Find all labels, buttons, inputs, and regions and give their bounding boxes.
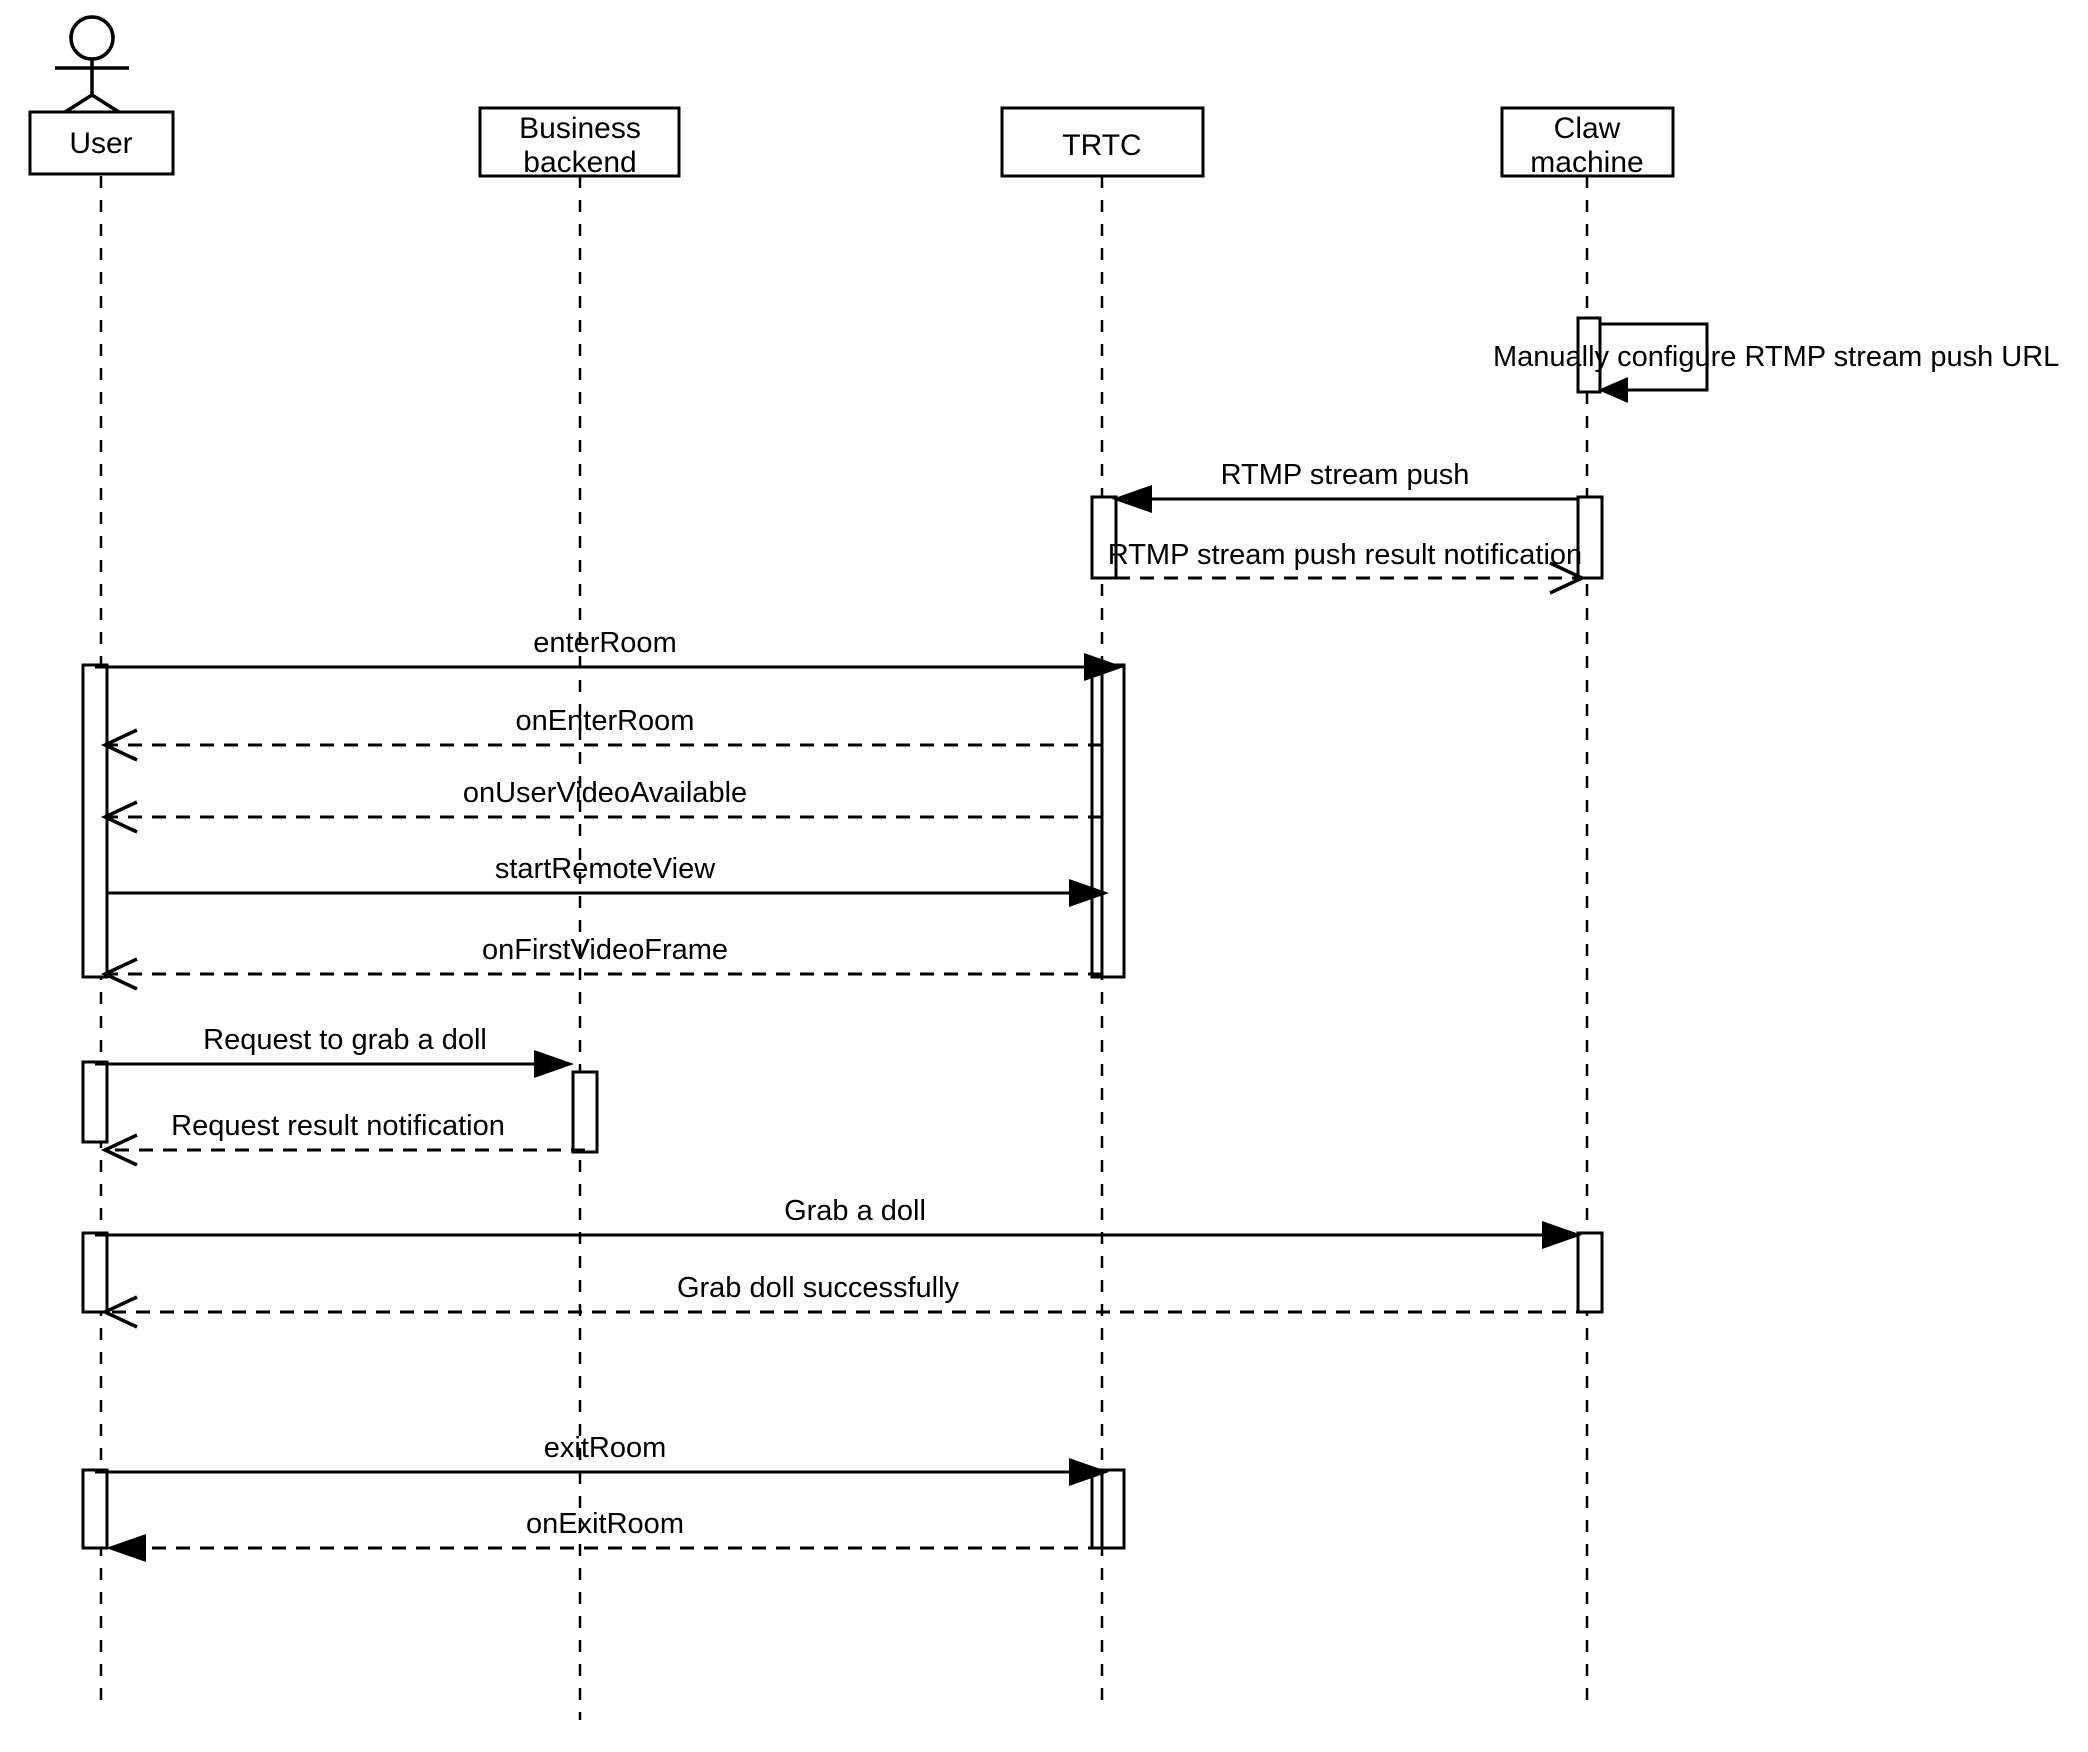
message-grab-doll-successfully[interactable]: Grab doll successfully [100,1272,1590,1329]
message-rtmp-result-notification[interactable]: RTMP stream push result notification [1092,539,1587,595]
arrowhead-filled-config [1598,377,1628,403]
arrowhead-open-rtmp-result [1549,561,1587,595]
arrowhead-filled-startremoteview [1069,879,1109,907]
message-onexitroom[interactable]: onExitRoom [106,1508,1102,1562]
arrowhead-filled-rtmp-push [1112,485,1152,513]
activation-bar-trtc-rtmp [1090,495,1118,580]
message-label-grab-a-doll: Grab a doll [784,1195,926,1227]
activation-bar-claw-grab [1576,1231,1604,1314]
message-label-enterroom: enterRoom [533,627,676,659]
arrowhead-filled-onexitroom [106,1534,146,1562]
message-manually-configure-rtmp-url[interactable]: Manually configure RTMP stream push URL [1493,316,2059,403]
arrowhead-open-request-result [100,1133,138,1167]
message-onfirstvideoframe[interactable]: onFirstVideoFrame [100,934,1102,991]
message-onuservideoavailable[interactable]: onUserVideoAvailable [100,777,1102,834]
participant-claw[interactable]: Claw machine [1500,106,1675,179]
arrowhead-open-onuservideoavailable [100,800,138,834]
message-exitroom[interactable]: exitRoom [81,1432,1126,1550]
message-label-rtmp-stream-push: RTMP stream push [1221,459,1470,491]
lifelines-group [99,176,1589,1720]
message-label-request-grab-doll: Request to grab a doll [203,1024,487,1056]
participant-label-trtc: TRTC [1062,129,1141,162]
participant-trtc[interactable]: TRTC [1000,106,1205,178]
activation-bar-trtc-enterroom-nested [1100,663,1126,979]
message-label-request-result: Request result notification [171,1110,505,1142]
arrowhead-open-onfirstvideoframe [100,957,138,991]
arrowhead-open-grab-doll-successfully [100,1295,138,1329]
arrowhead-open-onenterroom [100,728,138,762]
message-label-exitroom: exitRoom [544,1432,667,1464]
activation-bar-user-enterroom [81,663,109,979]
activation-bar-backend-request [571,1070,599,1154]
message-label-rtmp-result: RTMP stream push result notification [1108,539,1582,571]
message-grab-a-doll[interactable]: Grab a doll [81,1195,1604,1314]
participant-box-user[interactable] [28,110,175,176]
self-message-loop-path [1600,322,1709,392]
participant-backend[interactable]: Business backend [478,106,681,179]
message-onenterroom[interactable]: onEnterRoom [100,705,1102,762]
participant-user[interactable]: User [28,110,175,176]
message-label-onuservideoavailable: onUserVideoAvailable [463,777,747,809]
arrowhead-filled-request-grab-doll [534,1050,574,1078]
arrowhead-filled-exitroom [1069,1458,1109,1486]
message-label-manually-configure: Manually configure RTMP stream push URL [1493,341,2059,373]
participant-label-claw-line1: Claw [1554,112,1621,145]
message-label-onexitroom: onExitRoom [526,1508,684,1540]
message-rtmp-stream-push[interactable]: RTMP stream push [1090,459,1604,580]
stick-figure-actor-icon [55,15,129,116]
participant-label-backend-line1: Business [519,112,641,145]
participant-box-claw[interactable] [1500,106,1675,178]
message-label-onenterroom: onEnterRoom [516,705,695,737]
activation-bar-trtc-exitroom-nested [1100,1468,1126,1550]
participant-box-backend[interactable] [478,106,681,178]
arrowhead-filled-enterroom [1084,653,1124,681]
participant-label-user: User [69,127,132,160]
activation-bar-claw-rtmp [1576,495,1604,580]
participant-box-trtc[interactable] [1000,106,1205,178]
arrowhead-filled-grab-a-doll [1542,1221,1582,1249]
participant-label-backend-line2: backend [523,146,636,179]
message-enterroom[interactable]: enterRoom [95,627,1124,681]
activation-bar-user-grab [81,1231,109,1314]
message-label-grab-doll-successfully: Grab doll successfully [677,1272,960,1304]
participant-label-claw-line2: machine [1530,146,1643,179]
message-startremoteview[interactable]: startRemoteView [107,853,1109,907]
message-label-onfirstvideoframe: onFirstVideoFrame [482,934,728,966]
activation-bar-user-request [81,1060,109,1144]
activation-bar-user-exitroom [81,1468,109,1550]
message-label-startremoteview: startRemoteView [495,853,716,885]
message-request-result-notification[interactable]: Request result notification [100,1110,585,1167]
activation-group-enterroom [81,663,1126,979]
activation-bar-claw-config [1576,316,1602,394]
message-request-grab-doll[interactable]: Request to grab a doll [81,1024,599,1154]
